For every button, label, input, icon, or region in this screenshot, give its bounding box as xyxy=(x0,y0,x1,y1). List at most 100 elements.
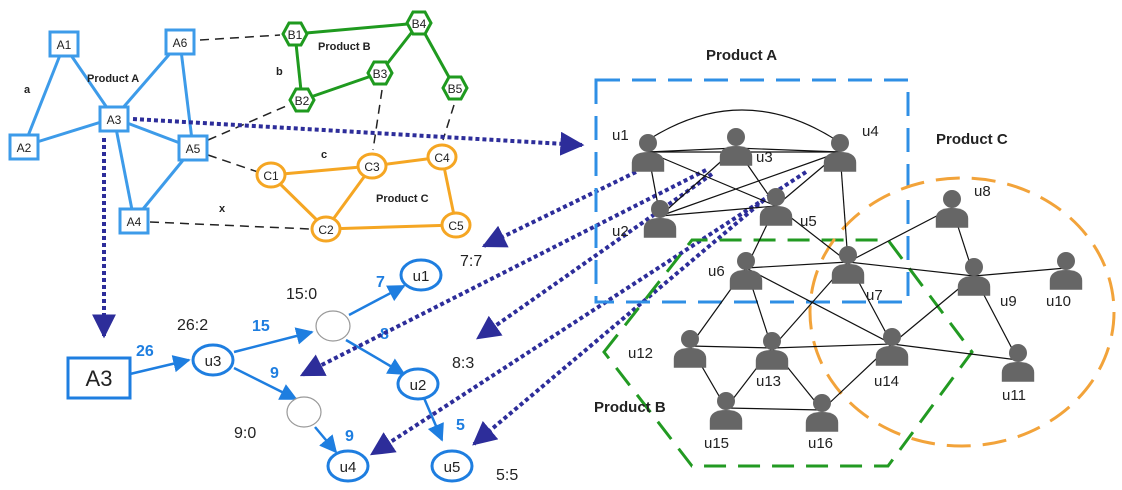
ratio-u1: 7:7 xyxy=(460,253,482,270)
edge-label-a: a xyxy=(24,84,31,96)
ratio-u2: 8:3 xyxy=(452,355,474,372)
node-c5: C5 xyxy=(440,211,472,239)
svg-text:A3: A3 xyxy=(107,113,122,127)
propagation-tree: A3 u3 u1 u2 u4 u5 26 15 9 7 8 5 9 26:2 1… xyxy=(66,253,518,484)
user-u9-icon xyxy=(957,258,991,296)
product-b-region xyxy=(602,238,974,468)
cross-edges xyxy=(149,34,455,230)
edge-label-x: x xyxy=(219,203,226,215)
node-a6: A6 xyxy=(164,28,196,56)
tree-node-u5: u5 xyxy=(430,449,474,483)
svg-text:u1: u1 xyxy=(413,268,430,285)
user-u12-icon xyxy=(673,330,707,368)
b-nodes: B1 B2 B3 B4 B5 xyxy=(281,10,469,113)
svg-text:u5: u5 xyxy=(444,459,461,476)
tree-node-u1: u1 xyxy=(399,258,443,292)
svg-text:A5: A5 xyxy=(186,142,201,156)
user-u6-icon xyxy=(729,252,763,290)
user-u4-icon xyxy=(823,134,857,172)
edge-label-b: b xyxy=(276,66,283,78)
user-label-u3: u3 xyxy=(756,149,773,166)
svg-text:C3: C3 xyxy=(364,160,380,174)
user-label-u6: u6 xyxy=(708,263,725,280)
left-product-c-label: Product C xyxy=(376,193,429,205)
user-label-u14: u14 xyxy=(874,373,899,390)
user-label-u8: u8 xyxy=(974,183,991,200)
user-label-u10: u10 xyxy=(1046,293,1071,310)
weight-7: 7 xyxy=(376,274,385,291)
svg-text:C5: C5 xyxy=(448,219,464,233)
left-product-b-label: Product B xyxy=(318,41,371,53)
svg-text:B3: B3 xyxy=(373,67,388,81)
user-u10-icon xyxy=(1049,252,1083,290)
a-nodes: A1 A2 A3 A4 A5 A6 xyxy=(8,28,209,235)
node-b2: B2 xyxy=(288,87,316,113)
user-u3-icon xyxy=(719,128,753,166)
ratio-u5: 5:5 xyxy=(496,467,518,484)
user-label-u12: u12 xyxy=(628,345,653,362)
node-a2: A2 xyxy=(8,133,40,161)
node-b5: B5 xyxy=(441,75,469,101)
user-u8-icon xyxy=(935,190,969,228)
svg-text:B2: B2 xyxy=(295,94,310,108)
weight-26: 26 xyxy=(136,343,154,360)
node-c4: C4 xyxy=(426,143,458,171)
tree-node-u3: u3 xyxy=(191,343,235,377)
product-c-region xyxy=(808,176,1116,448)
user-u11-icon xyxy=(1001,344,1035,382)
ratio-bottom: 9:0 xyxy=(234,425,256,442)
svg-text:C4: C4 xyxy=(434,151,450,165)
svg-text:B1: B1 xyxy=(288,28,303,42)
user-u15-icon xyxy=(709,392,743,430)
svg-text:B4: B4 xyxy=(412,17,427,31)
left-graph: A1 A2 A3 A4 A5 A6 B1 B2 B3 B4 B5 C1 C2 C… xyxy=(8,10,472,243)
node-b4: B4 xyxy=(405,10,433,36)
node-a4: A4 xyxy=(118,207,150,235)
svg-text:u4: u4 xyxy=(340,459,357,476)
edge-label-c: c xyxy=(321,149,327,161)
c-nodes: C1 C2 C3 C4 C5 xyxy=(255,143,472,243)
product-c-label: Product C xyxy=(936,131,1008,148)
user-label-u13: u13 xyxy=(756,373,781,390)
node-b1: B1 xyxy=(281,21,309,47)
user-label-u5: u5 xyxy=(800,213,817,230)
node-c1: C1 xyxy=(255,161,287,189)
node-a3: A3 xyxy=(98,105,130,133)
svg-text:A2: A2 xyxy=(17,141,32,155)
svg-text:A6: A6 xyxy=(173,36,188,50)
weight-15: 15 xyxy=(252,318,270,335)
tree-node-u4: u4 xyxy=(326,449,370,483)
user-u7-icon xyxy=(831,246,865,284)
svg-text:A4: A4 xyxy=(127,215,142,229)
weight-5: 5 xyxy=(456,417,465,434)
user-network: u1 u2 u3 u4 u5 u6 u7 u8 u9 u10 u11 u12 u… xyxy=(594,47,1116,468)
svg-text:u3: u3 xyxy=(205,353,222,370)
svg-text:B5: B5 xyxy=(448,82,463,96)
user-label-u2: u2 xyxy=(612,223,629,240)
dotted-connectors xyxy=(92,117,808,456)
node-c2: C2 xyxy=(310,215,342,243)
tree-node-empty-bottom xyxy=(286,396,322,428)
svg-text:A1: A1 xyxy=(57,38,72,52)
user-labels: u1 u2 u3 u4 u5 u6 u7 u8 u9 u10 u11 u12 u… xyxy=(612,123,1071,452)
user-label-u1: u1 xyxy=(612,127,629,144)
user-label-u15: u15 xyxy=(704,435,729,452)
node-b3: B3 xyxy=(366,60,394,86)
weight-9-left: 9 xyxy=(270,365,279,382)
user-label-u7: u7 xyxy=(866,287,883,304)
ratio-u3: 26:2 xyxy=(177,317,208,334)
tree-node-empty-top xyxy=(315,310,351,342)
product-b-label: Product B xyxy=(594,399,666,416)
user-label-u9: u9 xyxy=(1000,293,1017,310)
network-edges xyxy=(647,109,1067,411)
tree-root-a3: A3 xyxy=(66,356,132,400)
product-a-region xyxy=(594,78,910,304)
svg-text:A3: A3 xyxy=(86,366,113,391)
user-label-u11: u11 xyxy=(1002,387,1026,404)
user-u1-icon xyxy=(631,134,665,172)
tree-node-u2: u2 xyxy=(396,367,440,401)
user-label-u4: u4 xyxy=(862,123,879,140)
ratio-top: 15:0 xyxy=(286,286,317,303)
user-label-u16: u16 xyxy=(808,435,833,452)
